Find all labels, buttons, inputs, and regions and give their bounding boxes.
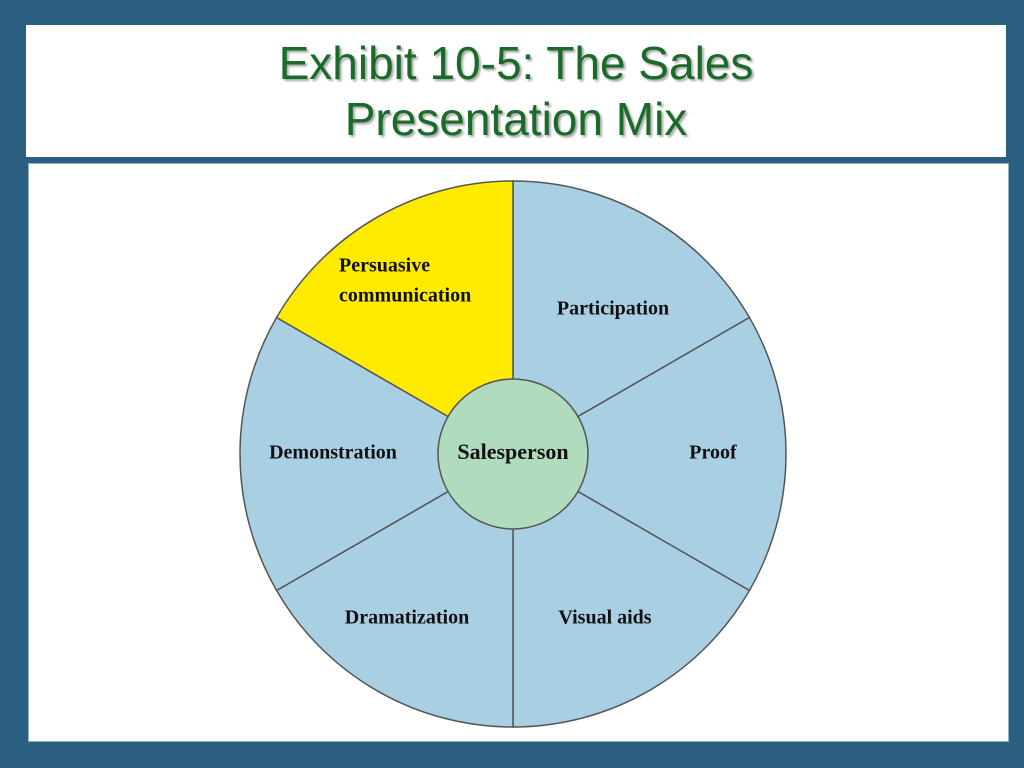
wheel-segment [275,452,514,728]
wheel-segment-label: Participation [557,298,669,320]
slide-title: Exhibit 10-5: The Sales Presentation Mix [279,35,754,147]
wheel-segment-label: Dramatization [345,607,469,629]
center-hub-label: Salesperson [457,439,568,464]
center-hub [437,378,589,530]
wheel-segment-label: Proof [689,442,737,464]
wheel-segment [512,452,751,728]
slide-title-line-2: Presentation Mix [344,93,688,145]
wheel-segment [239,316,515,592]
wheel-segment-label: Visual aids [558,607,651,629]
wheel-segment [512,180,751,456]
wheel-segment [275,180,514,456]
wheel-segment [511,316,787,592]
slide-title-line-1: Exhibit 10-5: The Sales [278,37,754,89]
wheel-segment-label: Demonstration [269,442,397,464]
title-panel: Exhibit 10-5: The Sales Presentation Mix [26,25,1006,159]
